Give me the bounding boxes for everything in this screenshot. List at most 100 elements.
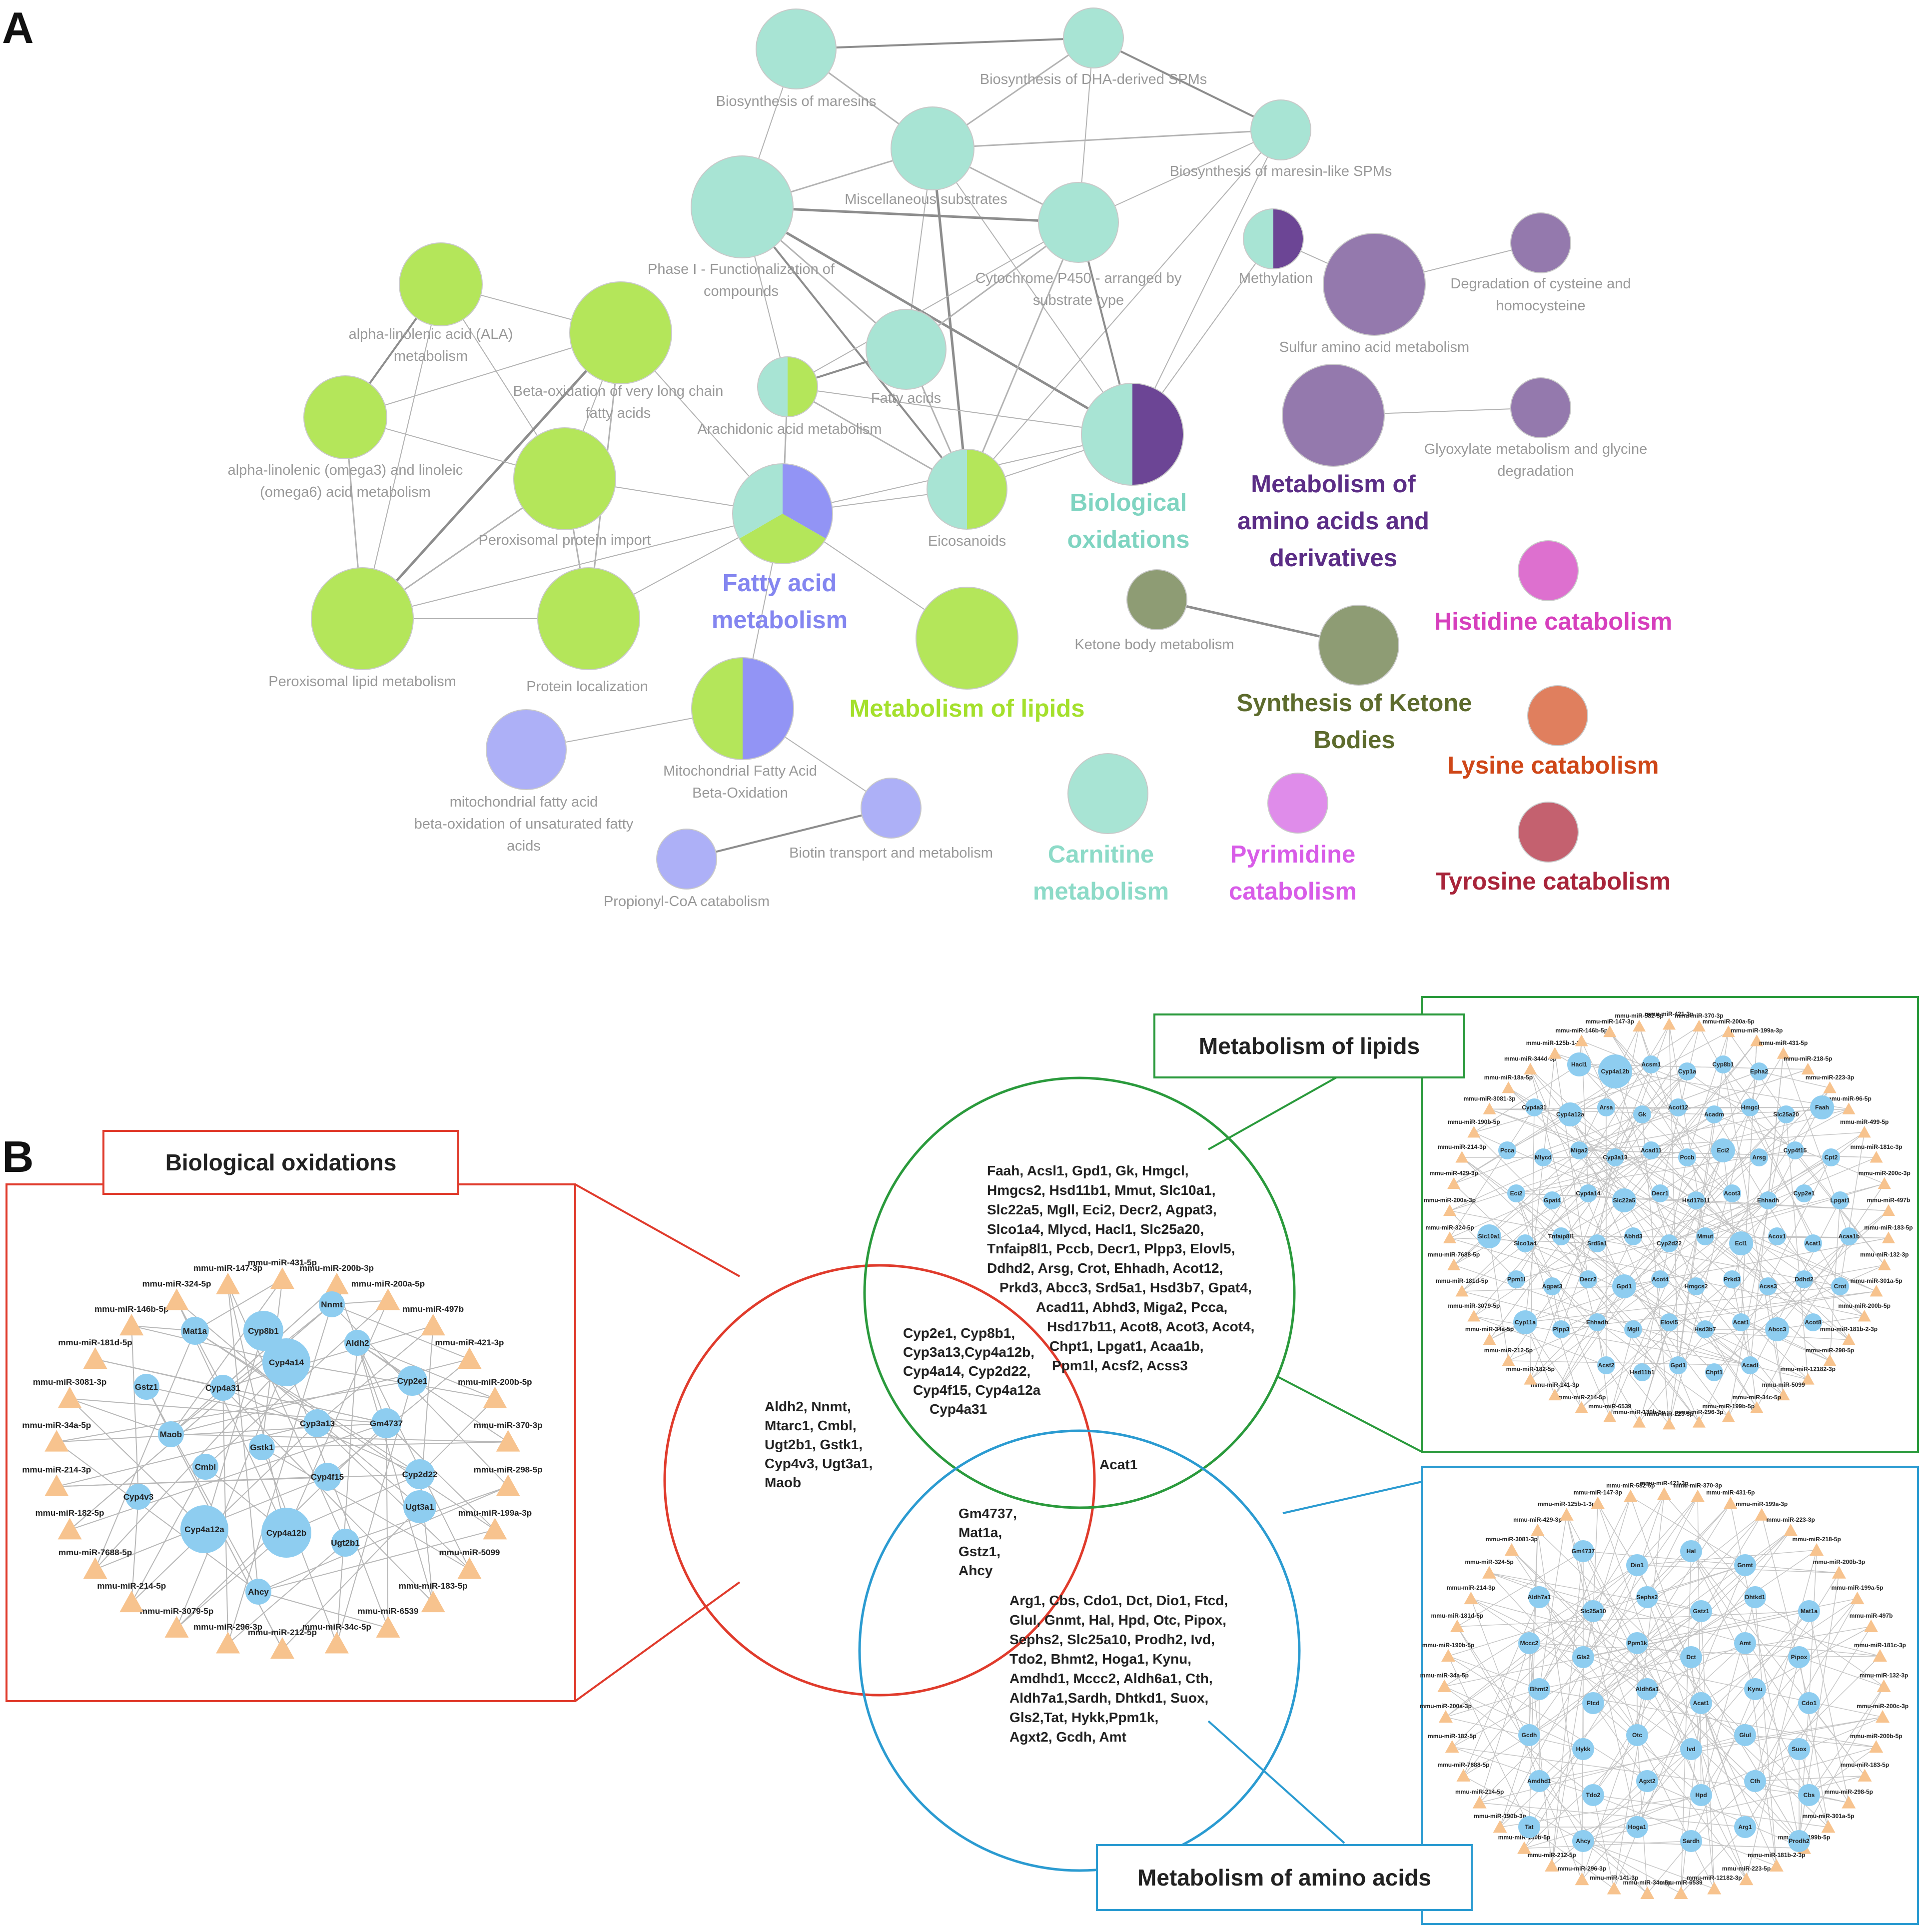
network-edge [1647, 1565, 1746, 1598]
network-edge [1714, 1114, 1850, 1340]
network-edge [1593, 1703, 1648, 1782]
gene-node [1612, 1274, 1636, 1298]
mirna-label: mmu-miR-34a-5p [22, 1420, 91, 1430]
mirna-triangle [83, 1347, 107, 1369]
gene-node [1687, 1191, 1705, 1209]
mirna-label: mmu-miR-431-5p [1759, 1039, 1808, 1046]
mirna-label: mmu-miR-200b-3p [1813, 1559, 1866, 1566]
gene-node [1669, 1098, 1687, 1116]
network-edge [1593, 1703, 1702, 1796]
mirna-label: mmu-miR-96-5p [1826, 1095, 1872, 1102]
label-arachidonic: Arachidonic acid metabolism [697, 421, 882, 437]
network-edge [1529, 1643, 1800, 1658]
network-edge [1593, 1550, 1817, 1704]
mirna-triangle [1858, 1125, 1871, 1138]
network-edge [1457, 1626, 1530, 1736]
gene-node [133, 1374, 159, 1400]
gene-label: Aldh2 [345, 1338, 369, 1348]
gene-node [1597, 1098, 1615, 1116]
network-edge [1561, 1200, 1625, 1237]
mirna-label: mmu-miR-132-3p [1860, 1672, 1908, 1679]
gene-label: Cyp3a13 [300, 1419, 335, 1428]
gene-node [1750, 1062, 1768, 1080]
gene-label: Elovl5 [1660, 1319, 1678, 1326]
network-edge [1701, 1598, 1858, 1704]
network-edge [1566, 1515, 1638, 1828]
network-edge [176, 1300, 223, 1388]
gene-node [1840, 1227, 1858, 1245]
mirna-triangle [496, 1430, 520, 1452]
mirna-triangle [1607, 1882, 1621, 1895]
network-edge [1637, 1530, 1791, 1644]
pathway-edge [741, 206, 968, 490]
mirna-triangle [457, 1557, 482, 1579]
node-glyoxylate-metabolism [1510, 377, 1571, 438]
gene-node [1798, 1600, 1820, 1622]
gene-label: Acot4 [1652, 1276, 1669, 1283]
gene-node [1572, 1830, 1594, 1852]
gene-label: Cyp2e1 [397, 1376, 427, 1386]
gene-label: Hsd17b11 [1682, 1197, 1710, 1204]
network-edge [1755, 1550, 1817, 1782]
gene-node [1552, 1227, 1570, 1245]
mirna-label: mmu-miR-141-3p [1531, 1381, 1579, 1388]
network-edge [1642, 1157, 1688, 1373]
gene-label: Aldh7a1 [1528, 1594, 1551, 1601]
gene-node [1687, 1277, 1705, 1295]
network-edge [1489, 1573, 1638, 1736]
mirna-label: mmu-miR-199a-5p [1832, 1584, 1884, 1591]
network-edge [1552, 1200, 1697, 1287]
mirna-label: mmu-miR-212-5p [1527, 1852, 1576, 1859]
mirna-label: mmu-miR-296-3p [1675, 1408, 1723, 1415]
network-edge [1583, 1551, 1839, 1574]
mirna-triangle [119, 1590, 144, 1613]
gene-node [1765, 1317, 1789, 1341]
mirna-triangle [119, 1314, 144, 1336]
mirna-label: mmu-miR-223-3p [1806, 1074, 1854, 1081]
gene-node [1680, 1540, 1702, 1562]
gene-label: Dio1 [1631, 1562, 1644, 1569]
gene-label: Cyp3a13 [1603, 1154, 1628, 1161]
mirna-label: mmu-miR-344d-3p [1504, 1055, 1557, 1062]
gene-node [249, 1434, 275, 1460]
node-mitochondrial-unsaturated [486, 709, 567, 790]
network-edge [94, 1330, 195, 1570]
network-edge [1637, 1643, 1829, 1828]
gene-label: Pcca [1500, 1147, 1514, 1154]
network-edge [1524, 1841, 1692, 1849]
label-methylation: Methylation [1239, 270, 1313, 286]
mirna-triangle [1450, 1619, 1464, 1632]
gene-node [1543, 1277, 1561, 1295]
gene-label: Acat1 [1693, 1700, 1710, 1707]
mirna-triangle [1878, 1258, 1891, 1270]
gene-node [1810, 1095, 1834, 1119]
mirna-label: mmu-miR-499-5p [1840, 1118, 1889, 1125]
mirna-label: mmu-miR-7688-5p [1437, 1762, 1489, 1769]
mirna-triangle [1691, 1489, 1705, 1502]
network-edge [194, 1330, 495, 1531]
network-edge [1745, 1735, 1877, 1748]
gene-node [243, 1311, 283, 1351]
mirna-triangle [57, 1386, 82, 1408]
gene-label: Gm4737 [1572, 1548, 1595, 1555]
mirna-label: mmu-miR-214-5p [1557, 1394, 1606, 1401]
gene-node [1690, 1692, 1712, 1714]
network-edge [1461, 1157, 1679, 1366]
gene-node [1680, 1738, 1702, 1760]
network-edge [317, 1423, 470, 1570]
gene-node [405, 1459, 435, 1489]
gene-node [1786, 1141, 1804, 1159]
pathway-edge [742, 205, 1079, 224]
network-edge [1593, 1494, 1665, 1704]
network-edge [170, 1284, 337, 1435]
mirna-triangle [1869, 1740, 1884, 1753]
gene-node [1744, 1678, 1766, 1700]
gene-node [1660, 1313, 1678, 1331]
venn-lipid-only-genes: Faah, Acsl1, Gpd1, Gk, Hmgcl, Hmgcs2, Hs… [987, 1163, 1258, 1373]
network-edge [222, 1325, 434, 1388]
gene-label: Cyp4v3 [123, 1492, 153, 1502]
network-edge [1583, 1496, 1631, 1658]
mirna-triangle [1603, 1025, 1617, 1037]
mirna-label: mmu-miR-181d-5p [1436, 1277, 1488, 1284]
